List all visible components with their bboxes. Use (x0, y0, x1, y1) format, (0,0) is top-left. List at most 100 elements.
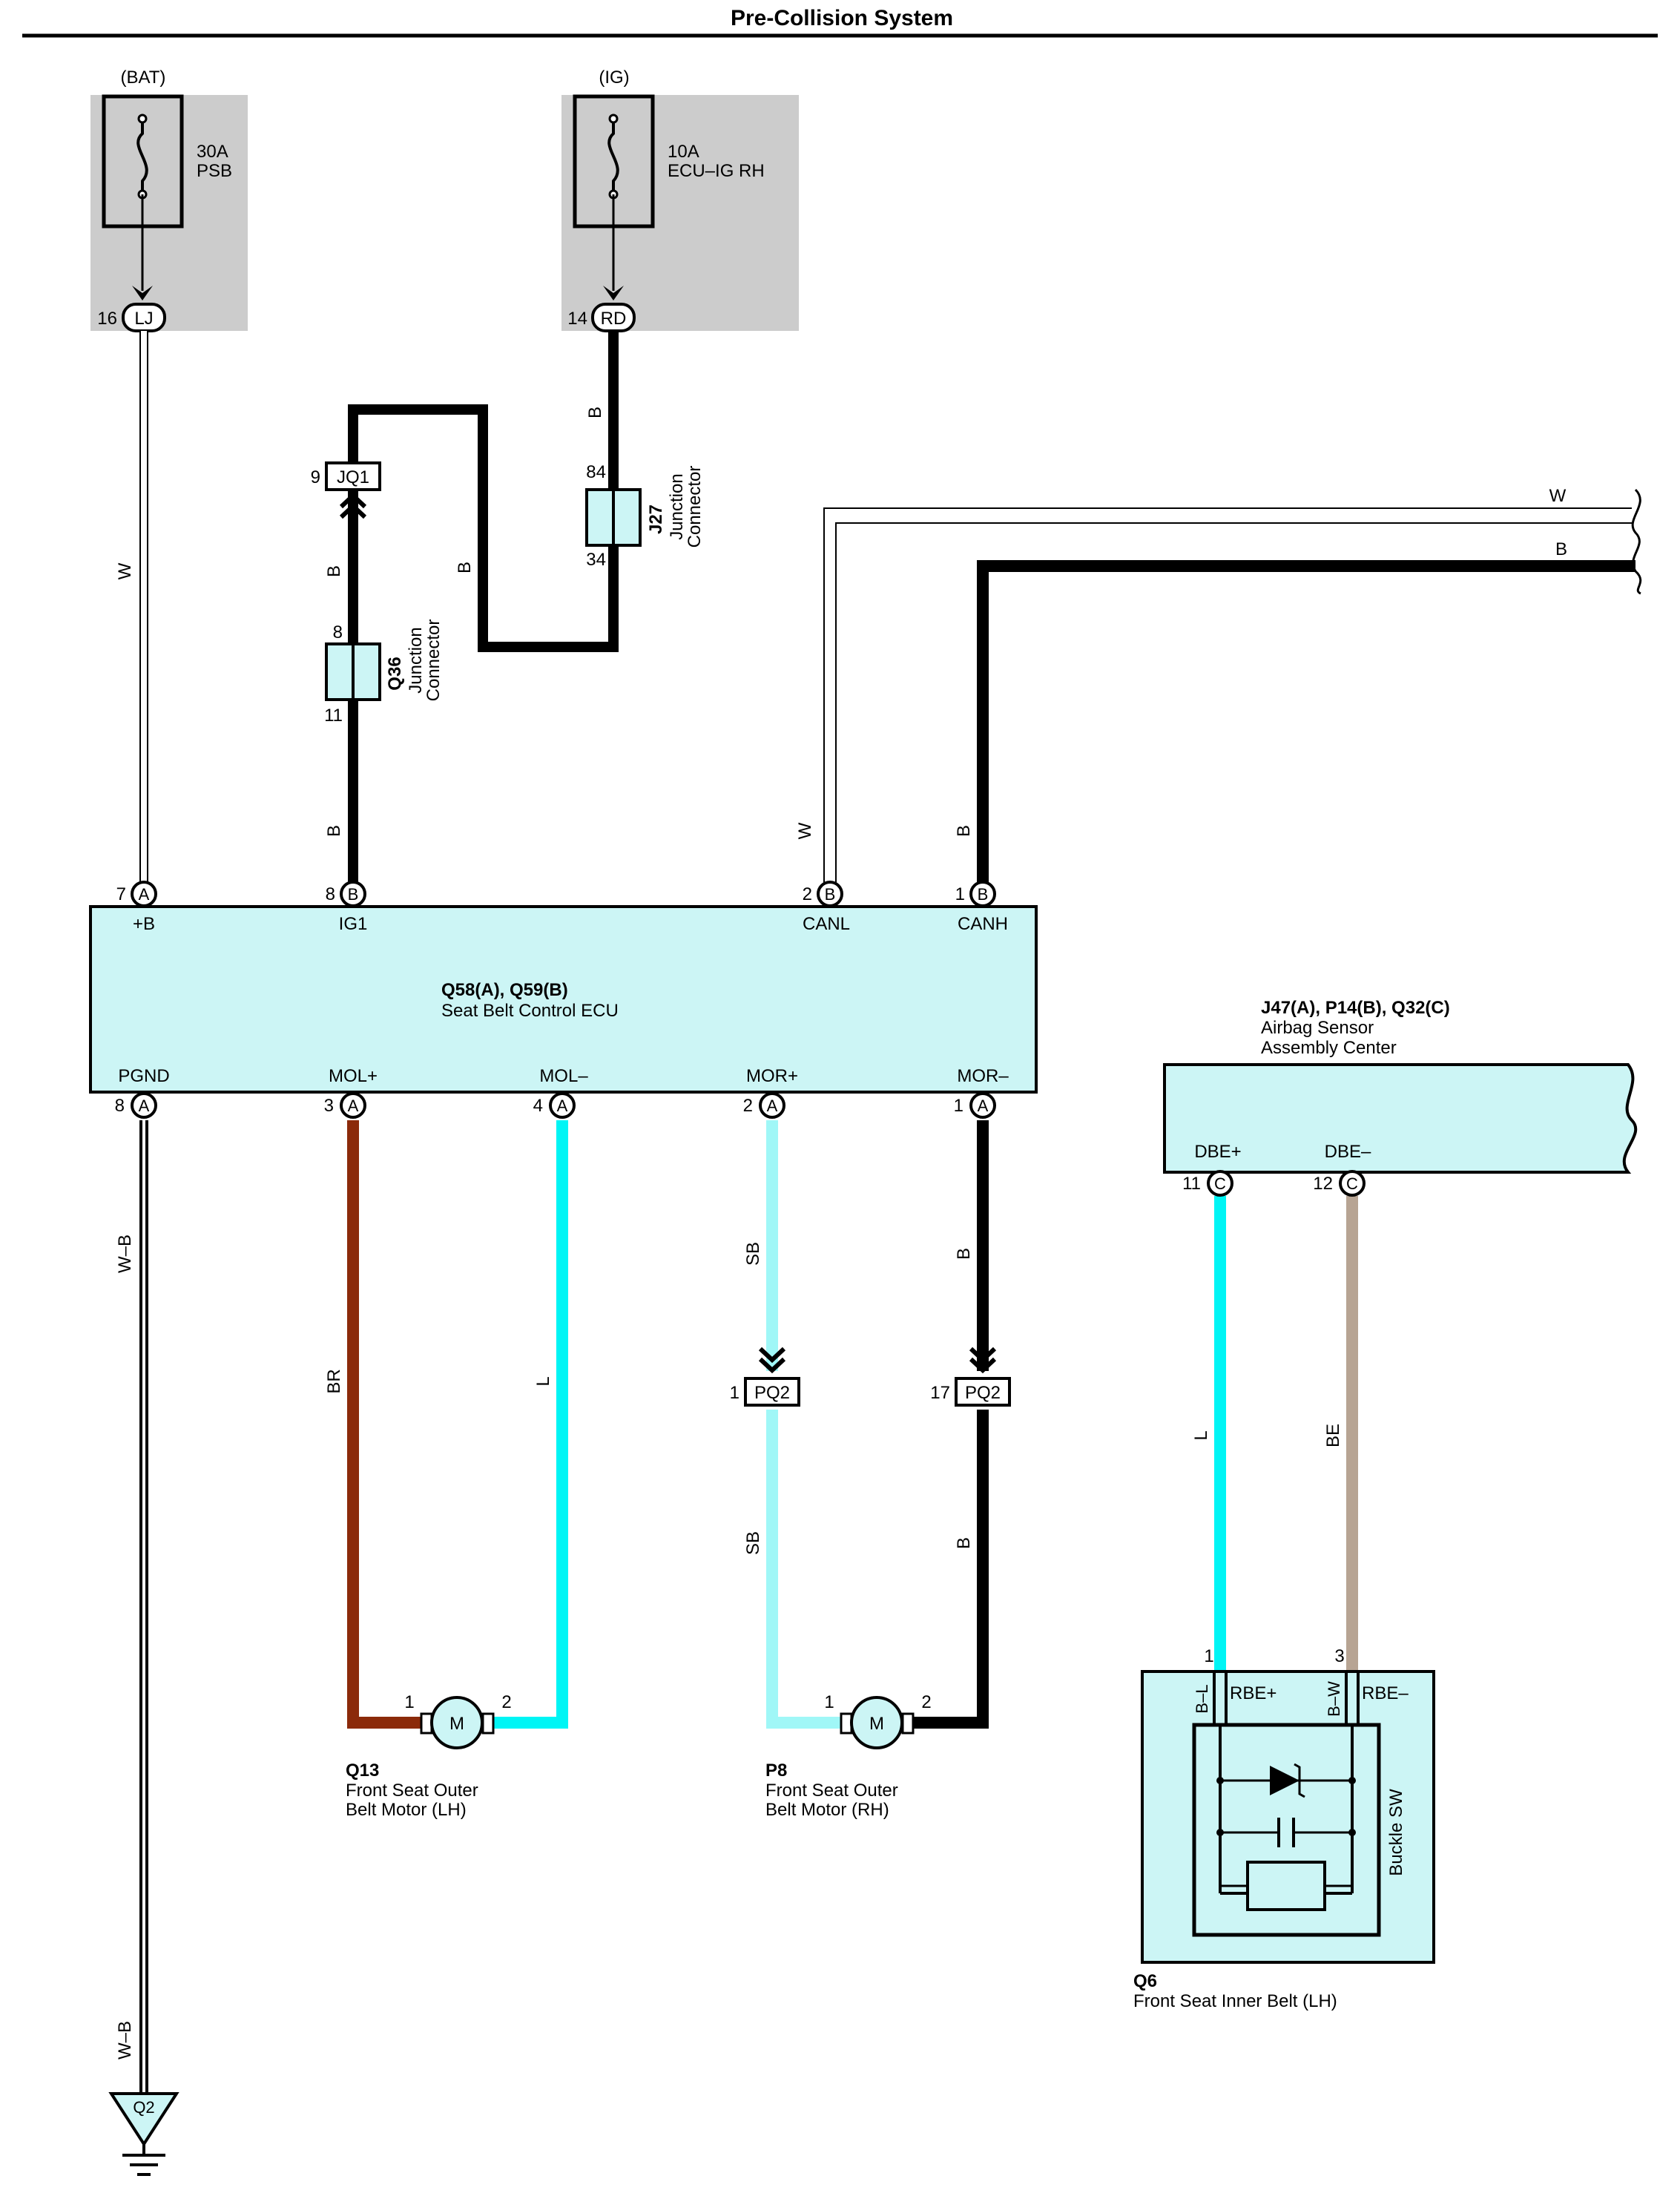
fuse-ig-rating: 10A (668, 142, 699, 162)
motor-p8-name2: Belt Motor (RH) (765, 1800, 889, 1820)
fuse-ig-source: (IG) (599, 68, 629, 88)
connector-jq1: JQ1 9 (311, 461, 381, 519)
connector-jq1-pin: 9 (311, 467, 320, 487)
wire-mor-plus-bottom-label: SB (743, 1531, 763, 1555)
page-title: Pre-Collision System (731, 6, 953, 30)
fuse-psb-shade (90, 95, 248, 331)
ecu-pin-mor-minus-label: MOR– (957, 1066, 1009, 1086)
ecu-pin-canl-conn: B (825, 885, 836, 904)
ecu-pin-canh: B 1 CANH (955, 881, 1008, 934)
wire-canh-label: B (954, 825, 974, 837)
junction-q36: 8 11 Q36 Junction Connector (324, 619, 444, 726)
ecu-pin-mol-minus: MOL– A 4 (533, 1066, 588, 1119)
ecu-pin-mor-minus: MOR– A 1 (954, 1066, 1009, 1119)
wire-ig-loop (348, 404, 619, 652)
motor-q13-id: Q13 (346, 1761, 379, 1781)
motor-p8-name1: Front Seat Outer (765, 1781, 898, 1801)
fuse-ig-name: ECU–IG RH (668, 161, 765, 181)
wire-mol-minus-l (491, 1120, 568, 1729)
wire-dbe-minus-label: BE (1323, 1424, 1343, 1447)
ecu-pin-b-plus: A 7 +B (116, 881, 157, 934)
buckle-pin1: 1 (1204, 1646, 1213, 1666)
motor-q13: M 1 2 Q13 Front Seat Outer Belt Motor (L… (346, 1692, 512, 1820)
wire-canl-outer (823, 507, 1632, 883)
motor-p8-pin1: 1 (824, 1692, 834, 1712)
motor-q13-pin2: 2 (501, 1692, 511, 1712)
motor-q13-icon (430, 1696, 484, 1749)
wire-break-mark (1631, 488, 1642, 595)
airbag-id: J47(A), P14(B), Q32(C) (1261, 998, 1450, 1018)
motor-p8-pin2: 2 (921, 1692, 931, 1712)
airbag-pin-dbe-plus: DBE+ C 11 (1182, 1142, 1242, 1197)
buckle-name: Front Seat Inner Belt (LH) (1133, 1991, 1337, 2011)
buckle-switch-label: Buckle SW (1386, 1789, 1406, 1876)
connector-rd-pin: 14 (567, 309, 587, 329)
motor-q13-name2: Belt Motor (LH) (346, 1800, 467, 1820)
ecu-pin-canh-conn: B (978, 885, 989, 904)
ecu-pin-pgnd-num: 8 (115, 1096, 125, 1116)
airbag-box (1163, 1063, 1638, 1174)
airbag-pin-dbe-plus-conn: C (1214, 1174, 1226, 1193)
ecu-pin-pgnd: PGND A 8 (115, 1066, 170, 1119)
connector-pq2-b: PQ2 17 (930, 1347, 1011, 1407)
airbag-name1: Airbag Sensor (1261, 1018, 1374, 1038)
junction-j27-name2: Connector (685, 466, 705, 548)
ecu-pin-canh-label: CANH (958, 914, 1008, 934)
junction-q36-name1: Junction (406, 627, 426, 693)
buckle-switch-q6: 1 3 B–L B–W RBE+ RBE– Buckle SW Q6 (1133, 1646, 1435, 2011)
wire-q36-label: B (324, 825, 344, 837)
ecu-pin-canh-num: 1 (955, 884, 965, 904)
resistor-icon (1246, 1861, 1326, 1911)
ecu-pin-mor-plus-label: MOR+ (746, 1066, 798, 1086)
ecu-pin-mor-plus-num: 2 (743, 1096, 753, 1116)
connector-pq2-sb-pin: 1 (730, 1383, 739, 1403)
motor-p8-id: P8 (765, 1761, 787, 1781)
ecu-pin-pgnd-conn: A (139, 1097, 150, 1115)
motor-p8-icon (850, 1696, 903, 1749)
wire-canh-b (977, 560, 1635, 883)
junction-q36-id: Q36 (385, 657, 405, 690)
motor-p8: M 1 2 P8 Front Seat Outer Belt Motor (RH… (765, 1692, 932, 1820)
fuse-psb-icon (136, 119, 148, 194)
connector-pq2-sb: PQ2 1 (730, 1347, 800, 1407)
ecu-id: Q58(A), Q59(B) (441, 980, 568, 1000)
motor-q13-name1: Front Seat Outer (346, 1781, 478, 1801)
wire-ig-loop-label: B (455, 562, 475, 573)
buckle-pin3: 3 (1334, 1646, 1344, 1666)
wire-bat-label: W (115, 562, 135, 579)
ecu-pin-ig1-num: 8 (326, 884, 335, 904)
wire-mol-plus-label: BR (324, 1369, 344, 1393)
wire-canh-right-label: B (1555, 539, 1567, 559)
zener-diode-icon (1270, 1766, 1299, 1795)
wire-mor-minus-b-bottom (911, 1410, 989, 1729)
ecu-name: Seat Belt Control ECU (441, 1001, 619, 1021)
ecu-pin-b-plus-label: +B (133, 914, 155, 934)
ecu-pin-mor-minus-conn: A (978, 1097, 989, 1115)
ecu-pin-ig1-label: IG1 (339, 914, 368, 934)
connector-lj-pin: 16 (97, 309, 117, 329)
junction-j27-pin-bottom: 34 (586, 550, 606, 570)
airbag-pin-dbe-plus-label: DBE+ (1194, 1142, 1241, 1162)
connector-rd-label: RD (601, 309, 627, 329)
seat-belt-control-ecu: Q58(A), Q59(B) Seat Belt Control ECU A 7… (89, 881, 1038, 1119)
airbag-pin-dbe-plus-num: 11 (1182, 1174, 1201, 1194)
ecu-pin-mol-minus-num: 4 (533, 1096, 543, 1116)
airbag-pin-dbe-minus-num: 12 (1313, 1174, 1333, 1194)
fuse-ecu-ig-rh: (IG) 10A ECU–IG RH RD 14 (561, 68, 799, 332)
buckle-inner-left: B–L (1193, 1684, 1211, 1713)
ecu-pin-canl-label: CANL (803, 914, 850, 934)
junction-q36-pin-bottom: 11 (324, 706, 343, 726)
airbag-pin-dbe-minus-conn: C (1346, 1174, 1358, 1193)
airbag-pin-dbe-minus: DBE– C 12 (1313, 1142, 1371, 1197)
motor-q13-pin1: 1 (404, 1692, 414, 1712)
buckle-id: Q6 (1133, 1971, 1157, 1991)
buckle-inner-right: B–W (1325, 1681, 1343, 1717)
ground-q2: Q2 (108, 2092, 179, 2176)
connector-jq1-label: JQ1 (337, 467, 369, 487)
fuse-psb-arrow (132, 286, 153, 300)
connector-pq2-b-pin: 17 (930, 1383, 950, 1403)
ecu-pin-b-plus-num: 7 (116, 884, 126, 904)
junction-q36-name2: Connector (424, 619, 444, 702)
wire-mol-minus-label: L (533, 1376, 553, 1386)
ecu-pin-mol-plus-conn: A (348, 1097, 359, 1115)
